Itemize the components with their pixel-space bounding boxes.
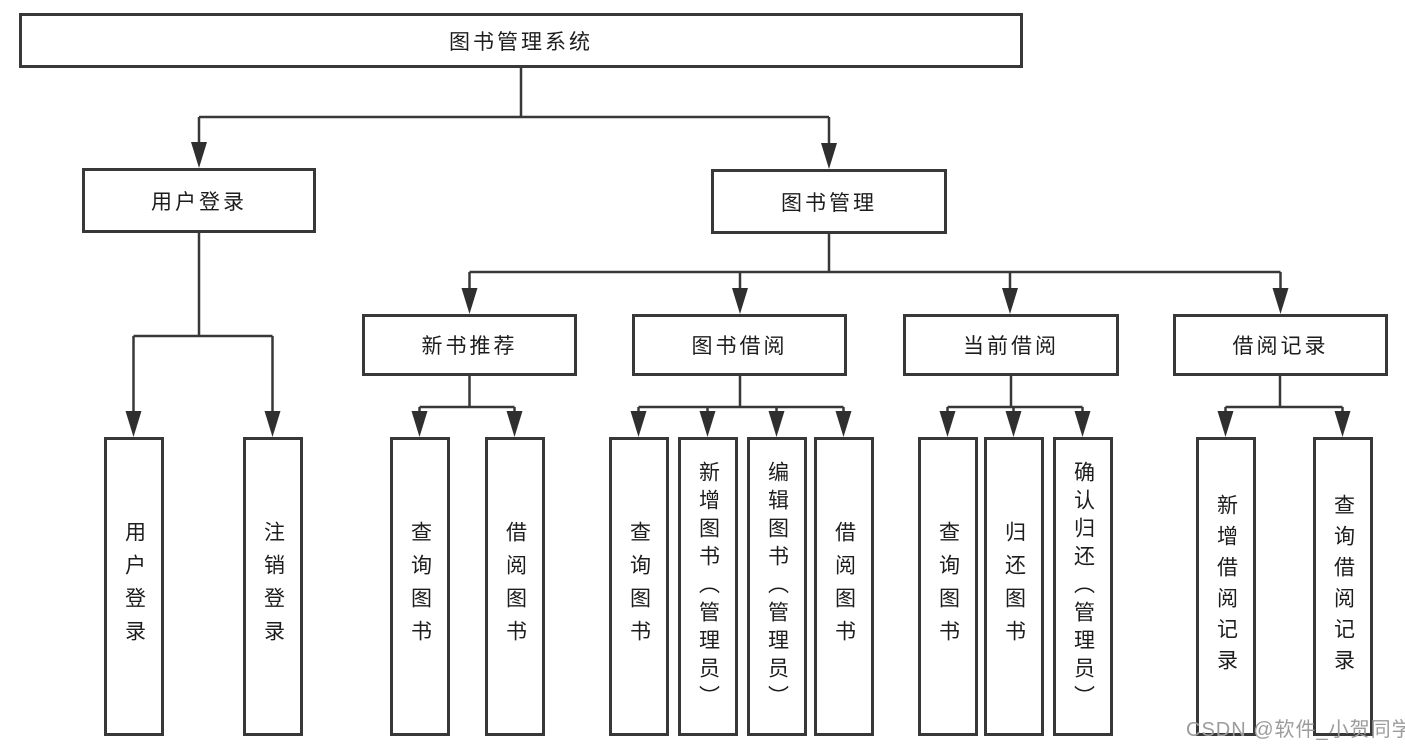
node-current-borrowing: 当前借阅	[903, 314, 1119, 376]
node-book-borrowing: 图书借阅	[632, 314, 847, 376]
watermark-text: CSDN @软件_小贺同学	[1186, 719, 1405, 741]
leaf-query-borrow-record: 查询借阅记录	[1313, 437, 1373, 736]
leaf-query-book-borrowing: 查询图书	[609, 437, 669, 736]
leaf-confirm-return-admin: 确认归还（管理员）	[1053, 437, 1113, 736]
leaf-borrow-book-borrowing: 借阅图书	[814, 437, 874, 736]
leaf-user-login: 用户登录	[104, 437, 164, 736]
node-user-login: 用户登录	[82, 168, 316, 233]
leaf-borrow-book-recommend: 借阅图书	[485, 437, 545, 736]
leaf-edit-book-admin: 编辑图书（管理员）	[747, 437, 807, 736]
node-library-management-system: 图书管理系统	[19, 13, 1023, 68]
leaf-query-book-current: 查询图书	[918, 437, 978, 736]
leaf-add-borrow-record: 新增借阅记录	[1196, 437, 1256, 736]
leaf-add-book-admin: 新增图书（管理员）	[678, 437, 738, 736]
leaf-logout-login: 注销登录	[243, 437, 303, 736]
node-new-book-recommend: 新书推荐	[362, 314, 577, 376]
leaf-query-book-recommend: 查询图书	[390, 437, 450, 736]
node-book-management: 图书管理	[711, 169, 947, 234]
leaf-return-book: 归还图书	[984, 437, 1044, 736]
node-borrowing-records: 借阅记录	[1173, 314, 1388, 376]
